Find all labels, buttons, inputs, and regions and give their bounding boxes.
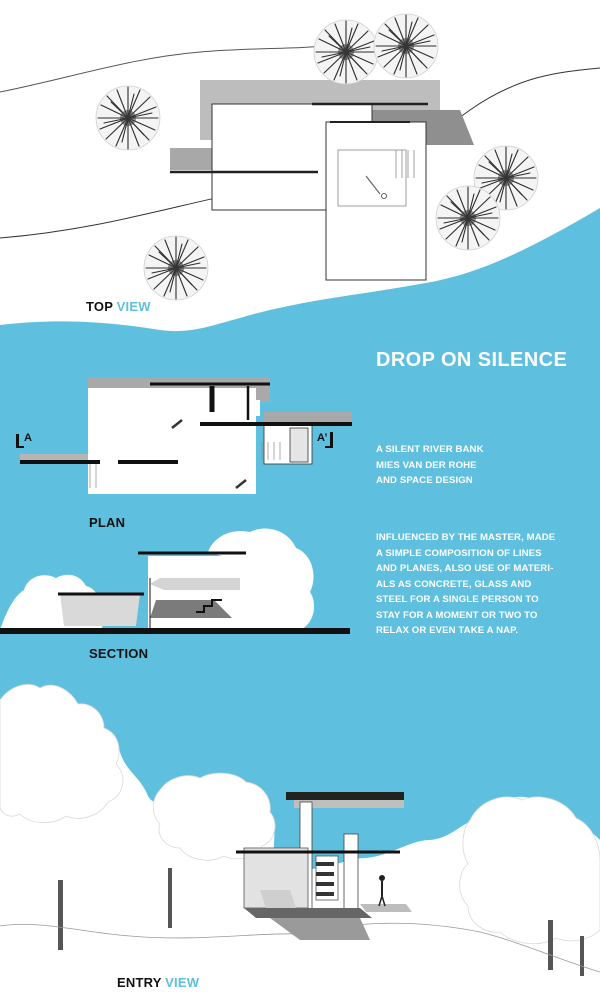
description-line: A SIMPLE COMPOSITION OF LINES: [376, 547, 542, 559]
tree-top-2: [313, 19, 379, 85]
section-ground-slab: [0, 628, 350, 634]
description-block: INFLUENCED BY THE MASTER, MADE A SIMPLE …: [376, 530, 590, 639]
subtitle-line: MIES VAN DER ROHE: [376, 459, 477, 471]
entry-view-suffix: VIEW: [165, 975, 200, 990]
entry-view-word: ENTRY: [117, 975, 162, 990]
section-label: SECTION AA’: [89, 646, 174, 661]
section-mass: [148, 556, 240, 632]
section-word: SECTION: [89, 646, 149, 661]
entry-view-label: ENTRY VIEW: [117, 975, 199, 990]
description-line: STEEL FOR A SINGLE PERSON TO: [376, 594, 539, 605]
entry-ground-line: [0, 923, 301, 939]
entry-view-landscape: [0, 686, 600, 1000]
entry-view-building: [236, 792, 412, 940]
top-view-pavilion: [325, 121, 427, 281]
page-title: DROP ON SILENCE: [376, 349, 568, 371]
subtitle-line: A SILENT RIVER BANK: [376, 444, 484, 455]
tree-top-1: [95, 85, 161, 151]
description-line: ALS AS CONCRETE, GLASS AND: [376, 578, 532, 590]
description-line: INFLUENCED BY THE MASTER, MADE: [376, 532, 556, 543]
entry-tree-mid: [152, 772, 276, 861]
description-line: STAY FOR A MOMENT OR TWO TO: [376, 609, 538, 621]
top-view-suffix: VIEW: [116, 299, 151, 314]
section-mark-right: A’: [317, 432, 328, 444]
top-view-word: TOP: [86, 299, 113, 314]
entry-tree-left: [0, 684, 124, 823]
entry-tree-right: [459, 796, 600, 944]
tree-top-3: [373, 13, 439, 79]
plan-drawing: [16, 378, 352, 494]
plan-word: PLAN: [89, 515, 126, 530]
section-mark-left: A: [24, 432, 32, 444]
tree-top-6: [143, 235, 209, 301]
section-suffix: AA’: [151, 646, 174, 661]
plan-label: PLAN: [89, 515, 125, 530]
top-view-drawing: [170, 80, 474, 281]
section-drawing: [0, 528, 350, 634]
top-view-label: TOP VIEW: [86, 299, 151, 314]
tree-top-5: [435, 185, 501, 251]
entry-tree-trunks: [58, 868, 584, 976]
description-line: RELAX OR EVEN TAKE A NAP.: [376, 625, 519, 636]
description-line: AND PLANES, ALSO USE OF MATERI-: [376, 563, 554, 574]
top-terrain-line: [0, 43, 341, 93]
subtitle-line: AND SPACE DESIGN: [376, 475, 473, 486]
subtitle-block: A SILENT RIVER BANK MIES VAN DER ROHE AN…: [376, 442, 586, 489]
